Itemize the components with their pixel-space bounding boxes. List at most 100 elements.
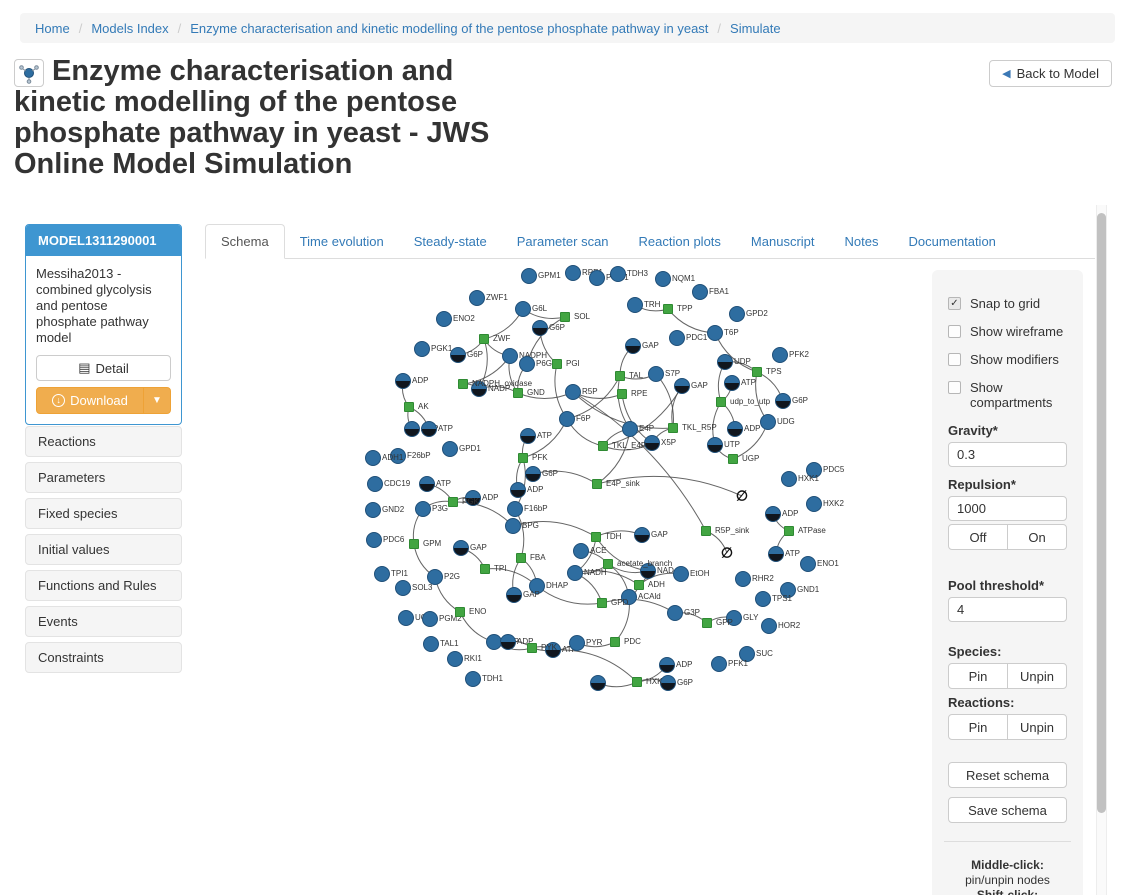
graph-node-udp_to_utp[interactable] [716, 397, 726, 407]
graph-node-UGP1[interactable] [398, 610, 414, 626]
download-button[interactable]: ↓ Download [37, 388, 144, 413]
graph-node-ZWF1[interactable] [469, 290, 485, 306]
graph-node-ENO[interactable] [455, 607, 465, 617]
graph-node-ADH1[interactable] [365, 450, 381, 466]
tab-steady-state[interactable]: Steady-state [413, 234, 487, 249]
graph-node-ADP[interactable] [727, 421, 743, 437]
graph-node-TAL[interactable] [615, 371, 625, 381]
tab-manuscript[interactable]: Manuscript [750, 234, 815, 249]
graph-node-P6G[interactable] [519, 356, 535, 372]
graph-node-TPS1[interactable] [755, 591, 771, 607]
graph-node-P3G[interactable] [415, 501, 431, 517]
graph-node-SUC[interactable] [739, 646, 755, 662]
graph-node-G3P[interactable] [667, 605, 683, 621]
graph-node-NADPH[interactable] [502, 348, 518, 364]
graph-node-RKI1[interactable] [447, 651, 463, 667]
graph-node-TKL_R5P[interactable] [668, 423, 678, 433]
graph-node-GLY[interactable] [726, 610, 742, 626]
graph-node-PYK[interactable] [527, 643, 537, 653]
graph-node-GPM1[interactable] [521, 268, 537, 284]
graph-node-ATP[interactable] [419, 476, 435, 492]
graph-node-NQM1[interactable] [655, 271, 671, 287]
graph-node-HOR2[interactable] [761, 618, 777, 634]
graph-node-ENO2[interactable] [436, 311, 452, 327]
species-unpin-button[interactable]: Unpin [1007, 663, 1067, 689]
graph-node-ZWF[interactable] [479, 334, 489, 344]
graph-node-ATP[interactable] [768, 546, 784, 562]
graph-node-SOL3[interactable] [395, 580, 411, 596]
graph-node-UDG[interactable] [760, 414, 776, 430]
graph-node-G6P[interactable] [450, 347, 466, 363]
breadcrumb-model[interactable]: Enzyme characterisation and kinetic mode… [190, 20, 709, 36]
graph-node-GPD1[interactable] [442, 441, 458, 457]
sidebar-item-functions-rules[interactable]: Functions and Rules [25, 570, 182, 601]
download-caret-button[interactable]: ▼ [144, 388, 170, 413]
reset-schema-button[interactable]: Reset schema [948, 762, 1067, 788]
graph-node-TPI1[interactable] [374, 566, 390, 582]
graph-node-G6P[interactable] [525, 466, 541, 482]
graph-node-X5P[interactable] [644, 435, 660, 451]
graph-node-ENO1[interactable] [800, 556, 816, 572]
graph-node-E4P_sink[interactable] [592, 479, 602, 489]
graph-node-G6P[interactable] [775, 393, 791, 409]
breadcrumb-models-index[interactable]: Models Index [91, 20, 169, 36]
graph-node-acetate_branch[interactable] [603, 559, 613, 569]
tab-documentation[interactable]: Documentation [908, 234, 996, 249]
graph-node-G6L[interactable] [515, 301, 531, 317]
detail-button[interactable]: ▤ Detail [36, 355, 171, 381]
sidebar-item-reactions[interactable]: Reactions [25, 426, 182, 457]
gravity-input[interactable] [948, 442, 1067, 467]
graph-node-ADP[interactable] [659, 657, 675, 673]
graph-node-GAP[interactable] [625, 338, 641, 354]
species-pin-button[interactable]: Pin [948, 663, 1008, 689]
scrollbar-thumb[interactable] [1097, 213, 1106, 813]
graph-node-PDC[interactable] [610, 637, 620, 647]
sidebar-item-events[interactable]: Events [25, 606, 182, 637]
graph-node-T6P[interactable] [707, 325, 723, 341]
graph-node-E4P[interactable] [622, 421, 638, 437]
graph-node-RPE1[interactable] [565, 265, 581, 281]
graph-node-F16bP[interactable] [507, 501, 523, 517]
graph-node-GND2[interactable] [365, 502, 381, 518]
graph-node-ADP[interactable] [765, 506, 781, 522]
reactions-pin-button[interactable]: Pin [948, 714, 1008, 740]
graph-node-PFK1[interactable] [711, 656, 727, 672]
graph-node-PGK1[interactable] [414, 341, 430, 357]
graph-node-ADP[interactable] [510, 482, 526, 498]
graph-node-G6P[interactable] [660, 675, 676, 691]
graph-node-AMP[interactable] [404, 421, 420, 437]
back-to-model-button[interactable]: ◀ Back to Model [989, 60, 1112, 87]
graph-node-GPM[interactable] [409, 539, 419, 549]
graph-node-AK[interactable] [404, 402, 414, 412]
graph-node-ADH[interactable] [634, 580, 644, 590]
sidebar-item-initial-values[interactable]: Initial values [25, 534, 182, 565]
tab-time-evolution[interactable]: Time evolution [299, 234, 384, 249]
graph-node-F6P[interactable] [559, 411, 575, 427]
tab-reaction-plots[interactable]: Reaction plots [638, 234, 721, 249]
graph-node-FBA[interactable] [516, 553, 526, 563]
graph-node-G6P[interactable] [532, 320, 548, 336]
graph-node-TPI[interactable] [480, 564, 490, 574]
graph-node-HXK1[interactable] [781, 471, 797, 487]
graph-node-ACE[interactable] [573, 543, 589, 559]
breadcrumb-home[interactable]: Home [35, 20, 70, 36]
graph-node-TRH[interactable] [627, 297, 643, 313]
graph-node-RPE[interactable] [617, 389, 627, 399]
download-split-button[interactable]: ↓ Download ▼ [36, 387, 171, 414]
breadcrumb-simulate[interactable]: Simulate [730, 20, 781, 36]
graph-node-UTP[interactable] [707, 437, 723, 453]
graph-node-R5P_sink[interactable] [701, 526, 711, 536]
graph-node-DHAP[interactable] [529, 578, 545, 594]
show-modifiers-checkbox[interactable] [948, 353, 961, 366]
graph-node-NADPH_oxidase[interactable] [458, 379, 468, 389]
graph-node-TAL1[interactable] [423, 636, 439, 652]
graph-node-GAP[interactable] [506, 587, 522, 603]
graph-node-SOL[interactable] [560, 312, 570, 322]
graph-node-ATPase[interactable] [784, 526, 794, 536]
graph-node-ATP[interactable] [724, 375, 740, 391]
graph-node-TKL_E4P[interactable] [598, 441, 608, 451]
graph-node-TPS[interactable] [752, 367, 762, 377]
graph-node-FBA1[interactable] [692, 284, 708, 300]
graph-node-PFK2[interactable] [772, 347, 788, 363]
graph-node-ADP[interactable] [395, 373, 411, 389]
